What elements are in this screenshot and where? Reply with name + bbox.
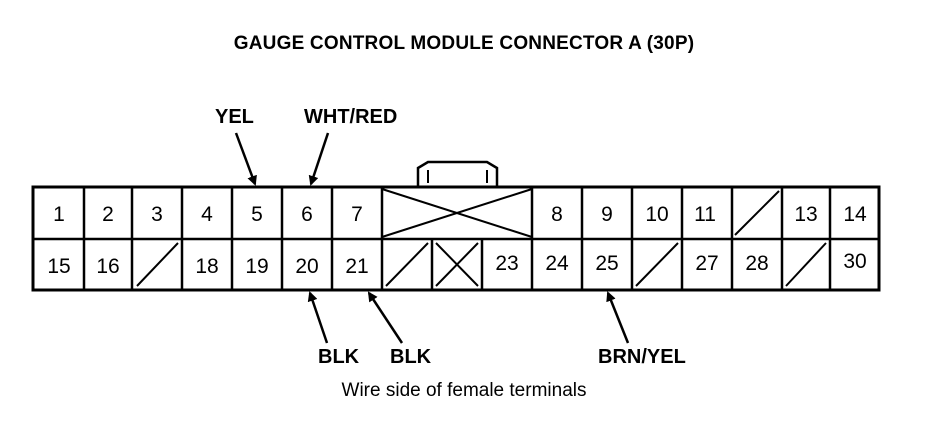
pin-number: 15	[47, 255, 70, 278]
unused-cavity-markers	[136, 188, 827, 287]
pin-number: 11	[694, 203, 716, 226]
pin-number: 30	[843, 250, 866, 273]
pin-number: 25	[595, 252, 618, 275]
pin-number: 3	[151, 203, 163, 226]
pin-number: 10	[645, 203, 668, 226]
arrow-pin20	[307, 291, 329, 344]
pin-number: 1	[53, 203, 65, 226]
pin-number: 27	[695, 252, 718, 275]
connector-lock-tab	[416, 160, 499, 188]
arrow-pin25	[606, 291, 630, 344]
arrow-pin6	[308, 132, 330, 186]
pin-number: 13	[794, 203, 817, 226]
pin-number: 24	[545, 252, 569, 275]
arrow-pin5	[234, 132, 257, 186]
pin-number: 16	[96, 255, 119, 278]
pin-number: 19	[245, 255, 268, 278]
pin-number: 14	[843, 203, 867, 226]
pin-number: 7	[351, 203, 363, 226]
wire-label-pin25: BRN/YEL	[598, 346, 686, 368]
pin-number: 20	[295, 255, 318, 278]
wire-label-pin21: BLK	[390, 346, 432, 368]
pin-number: 23	[495, 252, 518, 275]
diagram-caption: Wire side of female terminals	[341, 380, 587, 401]
wire-label-pin6: WHT/RED	[304, 106, 398, 128]
pin-number: 4	[201, 203, 213, 226]
pin-number: 18	[195, 255, 218, 278]
wire-label-pin20: BLK	[318, 346, 360, 368]
arrow-pin21	[367, 291, 404, 344]
diagram-title: GAUGE CONTROL MODULE CONNECTOR A (30P)	[233, 33, 695, 54]
pin-number: 2	[102, 203, 114, 226]
pin-number: 5	[251, 203, 263, 226]
wire-label-pin5: YEL	[215, 106, 254, 128]
pin-number: 8	[551, 203, 563, 226]
pin-number: 21	[345, 255, 368, 278]
pin-number: 9	[601, 203, 613, 226]
pin-number: 6	[301, 203, 313, 226]
pin-number: 28	[745, 252, 768, 275]
